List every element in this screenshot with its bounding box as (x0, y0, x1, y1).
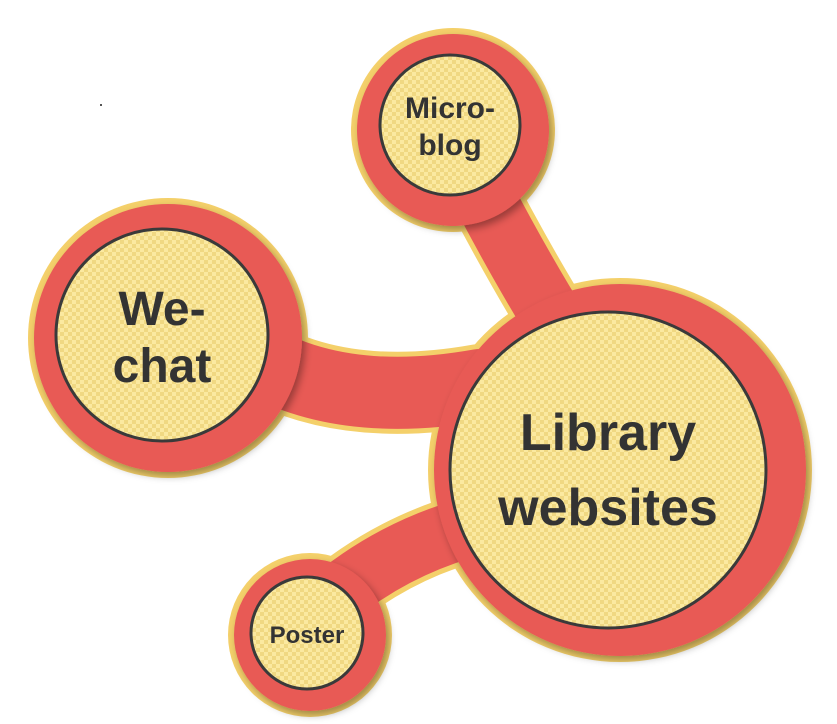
microblog-line1: Micro- (405, 92, 495, 125)
poster-label: Poster (270, 622, 345, 649)
node-wechat: We- chat (54, 227, 270, 443)
library-line1: Library (520, 404, 696, 462)
microblog-line2: blog (418, 129, 481, 162)
node-microblog: Micro- blog (378, 53, 522, 197)
node-poster: Poster (249, 575, 365, 691)
node-library-websites: Library websites (448, 310, 768, 630)
wechat-line2: chat (113, 340, 212, 393)
wechat-line1: We- (118, 283, 205, 336)
stray-dot (100, 104, 102, 106)
library-line2: websites (497, 479, 718, 537)
